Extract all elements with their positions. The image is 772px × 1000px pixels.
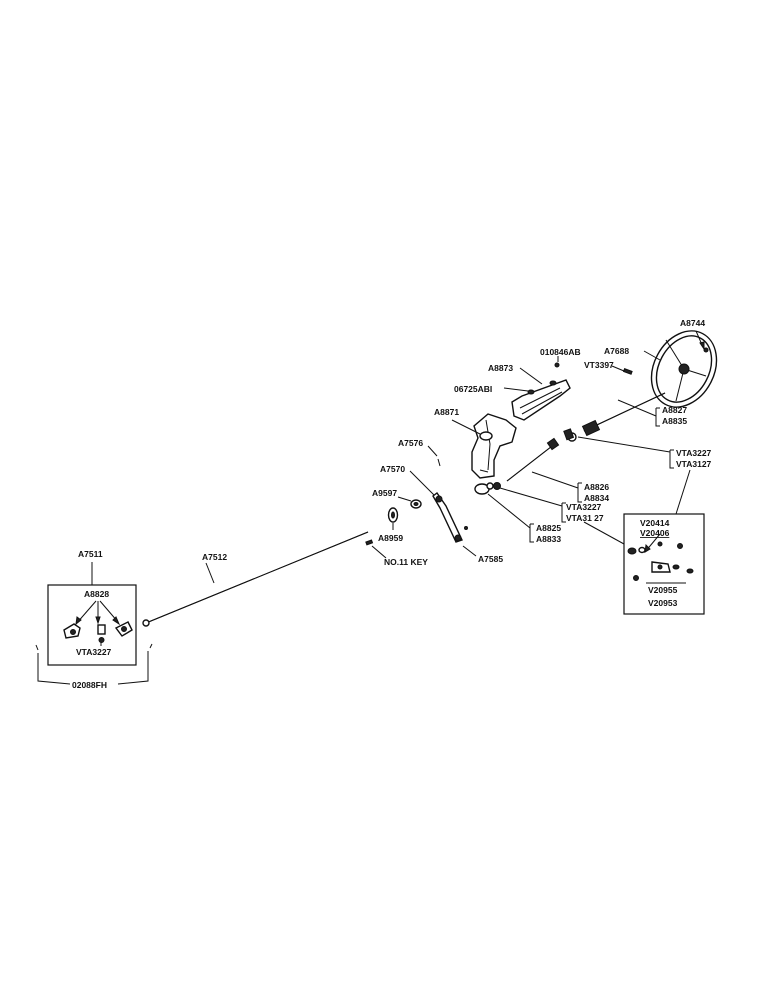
label-v20953: V20953 <box>648 598 678 608</box>
universal-joint-lower <box>474 482 501 495</box>
a8828-arrows <box>75 600 121 626</box>
label-vta3227-lower: VTA3227 <box>566 502 602 512</box>
label-no11-key: NO.11 KEY <box>384 557 428 567</box>
leader-lines <box>205 330 705 584</box>
label-a7576: A7576 <box>398 438 423 448</box>
label-v20414: V20414 <box>640 518 670 528</box>
label-02088fh: 02088FH <box>72 680 107 690</box>
label-a8825: A8825 <box>536 523 561 533</box>
cotter-pin-right <box>149 643 153 649</box>
universal-joint-upper <box>563 428 577 442</box>
label-a7511: A7511 <box>78 549 103 559</box>
label-a7512: A7512 <box>202 552 227 562</box>
label-a8871: A8871 <box>434 407 459 417</box>
label-v20955: V20955 <box>648 585 678 595</box>
label-a8959: A8959 <box>378 533 403 543</box>
drag-link-shaft <box>142 531 369 627</box>
washer <box>387 507 399 523</box>
label-a7585: A7585 <box>478 554 503 564</box>
label-vta3227-inset: VTA3227 <box>76 647 112 657</box>
label-a8827: A8827 <box>662 405 687 415</box>
key <box>365 539 374 546</box>
02088fh-bracket <box>37 651 149 685</box>
label-a9597: A9597 <box>372 488 397 498</box>
pin <box>437 458 441 467</box>
label-a8826: A8826 <box>584 482 609 492</box>
v20406-arrow <box>644 533 661 553</box>
label-010846ab: 010846AB <box>540 347 581 357</box>
label-v20406: V20406 <box>640 528 670 538</box>
steering-gear-housing <box>471 413 517 479</box>
steering-wheel <box>650 330 718 408</box>
inset-left-parts <box>63 621 133 646</box>
label-vt3397: VT3397 <box>584 360 614 370</box>
label-a8828: A8828 <box>84 589 109 599</box>
label-a8833: A8833 <box>536 534 561 544</box>
inset-right-parts <box>627 541 694 581</box>
steering-arm <box>432 492 468 543</box>
label-a8744: A8744 <box>680 318 705 328</box>
column-tube <box>511 362 571 421</box>
label-vta3127-lower: VTA31 27 <box>566 513 604 523</box>
steering-shaft-upper <box>581 392 666 437</box>
label-a7688: A7688 <box>604 346 629 356</box>
intermediate-shaft <box>506 437 560 482</box>
label-vta3227-upper: VTA3227 <box>676 448 712 458</box>
wheel-nut <box>622 347 709 375</box>
inset-box-right <box>623 513 705 615</box>
label-a7570: A7570 <box>380 464 405 474</box>
label-a8835: A8835 <box>662 416 687 426</box>
label-06725abi: 06725ABI <box>454 384 492 394</box>
nut <box>410 499 422 509</box>
label-a8834: A8834 <box>584 493 609 503</box>
cotter-pin-left <box>35 644 39 651</box>
label-a8873: A8873 <box>488 363 513 373</box>
label-vta3127-upper: VTA3127 <box>676 459 712 469</box>
